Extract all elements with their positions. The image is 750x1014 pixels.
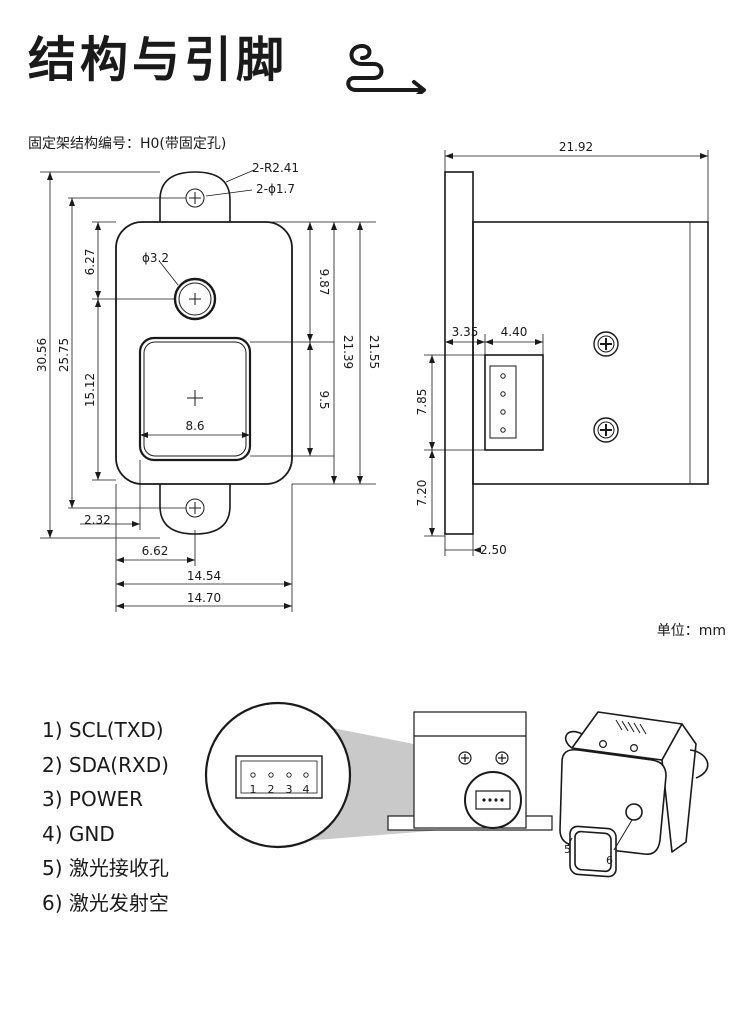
dim-hole-dia: 2-ϕ1.7 [256, 182, 295, 196]
pin-legend: 1) SCL(TXD) 2) SDA(RXD) 3) POWER 4) GND … [42, 713, 169, 920]
legend-item: 4) GND [42, 821, 115, 846]
side-flange [444, 171, 474, 535]
dim-overall-height: 30.56 [35, 338, 49, 372]
legend-item: 3) POWER [42, 787, 143, 811]
dim-21-55: 21.55 [367, 335, 381, 369]
dim-connector-w: 4.40 [501, 325, 528, 339]
front-body [115, 221, 293, 485]
side-screw-top [593, 331, 619, 357]
legend-item: 2) SDA(RXD) [42, 752, 169, 777]
unit-label: 单位：mm [656, 623, 726, 639]
bracket-subtitle: 固定架结构编号：H0(带固定孔) [28, 136, 227, 152]
pin-number-1: 1 [250, 783, 257, 796]
dim-flange: 2.50 [480, 543, 507, 557]
side-screw-bottom [593, 417, 619, 443]
dim-lens-to-bottom: 15.12 [83, 373, 97, 407]
callout-6: 6 [606, 854, 613, 867]
dim-corner-radius: 2-R2.41 [252, 161, 299, 175]
dim-hole-span: 25.75 [57, 338, 71, 372]
dim-window-width: 8.6 [185, 419, 204, 433]
dim-left-offset: 2.32 [84, 513, 111, 527]
page-title: 结构与引脚 [28, 32, 289, 88]
dim-lower-h: 7.20 [415, 480, 429, 507]
front-bracket-outline [159, 171, 231, 222]
dim-9-87: 9.87 [317, 269, 331, 296]
iso-emitter-lens [625, 803, 643, 821]
dim-connector-x: 3.35 [452, 325, 479, 339]
legend-item: 1) SCL(TXD) [42, 718, 164, 742]
pin-number-4: 4 [303, 783, 310, 796]
iso-right-ear [689, 749, 709, 779]
dim-depth: 21.92 [559, 140, 593, 154]
pin-number-3: 3 [286, 783, 293, 796]
dim-21-39: 21.39 [341, 335, 355, 369]
receiver-window [138, 336, 252, 462]
arrow-loop-icon [346, 44, 426, 94]
dim-center-offset: 6.62 [142, 544, 169, 558]
dim-connector-h: 7.85 [415, 389, 429, 416]
legend-item: 5) 激光接收孔 [42, 856, 169, 880]
iso-right-face [661, 723, 697, 853]
dim-inner-width: 14.54 [187, 569, 221, 583]
side-connector [484, 354, 544, 451]
pin-number-2: 2 [268, 783, 275, 796]
dim-lens-dia: ϕ3.2 [142, 251, 169, 265]
iso-receiver-window [569, 825, 617, 878]
dim-outer-width: 14.70 [187, 591, 221, 605]
side-body [472, 221, 709, 485]
dim-9-5: 9.5 [317, 390, 331, 409]
legend-item: 6) 激光发射空 [42, 890, 169, 915]
callout-5: 5 [564, 843, 571, 856]
iso-left-ear [564, 730, 583, 749]
dim-top-to-lens: 6.27 [83, 249, 97, 276]
